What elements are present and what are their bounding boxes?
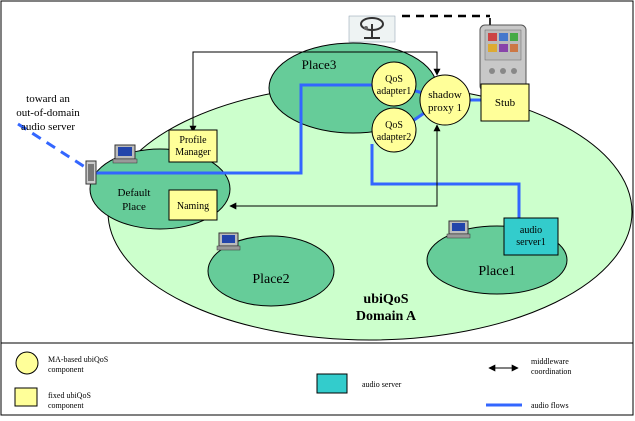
stub-label: Stub: [495, 97, 516, 109]
external-note-line1: toward an: [26, 93, 70, 105]
place3-label: Place3: [302, 57, 337, 72]
satellite-antenna-icon: [348, 15, 396, 43]
workstation-icon-place2: [216, 232, 241, 251]
place2-label: Place2: [252, 272, 289, 287]
default-place-label-2: Place: [122, 201, 146, 213]
workstation-icon-default-place: [112, 144, 138, 164]
workstation-icon-place1: [446, 220, 471, 239]
external-note-line2: out-of-domain: [16, 107, 80, 119]
default-place-label-1: Default: [118, 187, 151, 199]
domain-name-label: ubiQoS: [363, 292, 408, 307]
qos-adapter1-node: QoS adapter1: [371, 61, 417, 107]
audio-server-label-2: server1: [516, 237, 545, 248]
shadow-proxy-label-1: shadow: [428, 89, 462, 101]
place1-label: Place1: [478, 264, 515, 279]
legend-audio-server-label: audio server: [362, 380, 402, 389]
legend-ma-component: MA-based ubiQoS component: [15, 351, 108, 375]
profile-manager-node: Profile Manager: [168, 129, 218, 163]
legend-middleware-label-1: middleware: [531, 357, 569, 366]
profile-manager-label-2: Manager: [175, 147, 211, 158]
legend-middleware-label-2: coordination: [531, 367, 571, 376]
qos-adapter2-node: QoS adapter2: [371, 107, 417, 153]
audio-server-node: audio server1: [503, 217, 559, 256]
legend-fixed-label-2: component: [48, 401, 84, 410]
qos-adapter1-label-2: adapter1: [377, 86, 411, 97]
legend-fixed-component: fixed ubiQoS component: [14, 387, 91, 410]
profile-manager-label-1: Profile: [179, 135, 207, 146]
shadow-proxy-label-2: proxy 1: [428, 102, 462, 114]
external-note-line3: audio server: [21, 121, 75, 133]
stub-node: Stub: [480, 83, 530, 122]
external-gateway-icon: [85, 160, 97, 185]
coordination-naming-proxy: [229, 124, 441, 210]
pda-device-icon: [479, 18, 527, 92]
shadow-proxy-node: shadow proxy 1: [419, 74, 471, 126]
legend-audio-server: audio server: [316, 373, 402, 394]
place2-region: [207, 235, 335, 307]
audio-flow-external: [17, 122, 89, 171]
naming-node: Naming: [168, 189, 218, 221]
legend-audio-flows-label: audio flows: [531, 401, 569, 410]
qos-adapter1-label-1: QoS: [385, 74, 403, 85]
legend-middleware-coordination: middleware coordination: [488, 357, 571, 376]
domain-subtitle-label: Domain A: [356, 309, 417, 324]
qos-adapter2-label-2: adapter2: [377, 132, 411, 143]
qos-adapter2-label-1: QoS: [385, 120, 403, 131]
legend-audio-flows: audio flows: [486, 401, 569, 410]
coordination-profile-proxy: [189, 51, 441, 133]
naming-label: Naming: [177, 201, 209, 212]
legend-fixed-label-1: fixed ubiQoS: [48, 391, 91, 400]
legend-ma-label-1: MA-based ubiQoS: [48, 355, 108, 364]
legend-ma-label-2: component: [48, 365, 84, 374]
audio-server-label-1: audio: [520, 225, 542, 236]
